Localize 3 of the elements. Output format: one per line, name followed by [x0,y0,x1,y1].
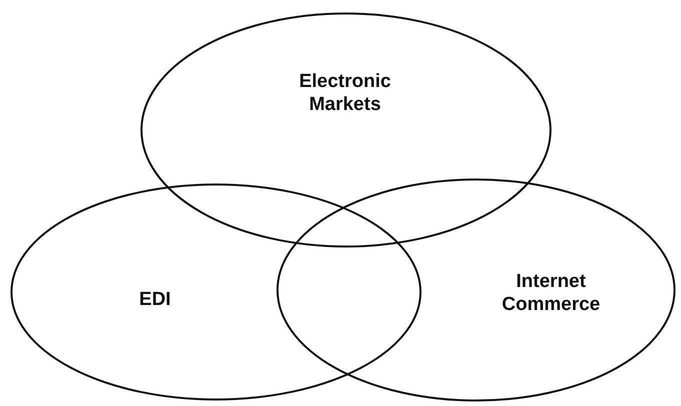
circle-label: EDI [138,288,172,311]
circle-label: Internet Commerce [500,270,602,316]
circle-label: Electronic Markets [298,70,392,116]
